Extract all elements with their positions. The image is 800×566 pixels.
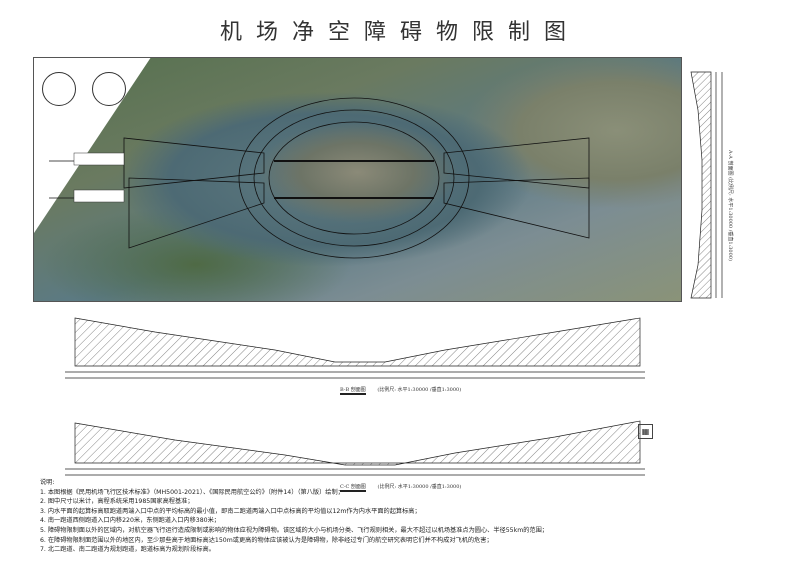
note-item: 3. 内水平面的起算标高取跑道两端入口中点的平均标高的最小值，即南二跑道两端入口… <box>40 507 421 515</box>
approach-surface-west-north <box>123 137 265 189</box>
notes-heading: 说明: <box>40 479 55 486</box>
note-item: 6. 在障碍物限制面范围以外的地区内，至少那些高于地面标高达150m或更高的物体… <box>40 536 493 544</box>
section-bb-title: B-B 剖面图 <box>340 387 366 395</box>
section-bb-scale: (比例尺: 水平1:30000 /垂直1:3000) <box>377 387 462 393</box>
section-cc-title: C-C 剖面图 <box>340 484 366 492</box>
conical-surface-outer <box>238 97 470 259</box>
approach-surface-west-south <box>128 177 265 249</box>
notes: 说明: 1. 本图根据《民用机场飞行区技术标准》（MH5001-2021）、《国… <box>40 478 548 555</box>
section-aa-scale: (比例尺: 水平1:30000 /垂直1:3000) <box>727 177 733 261</box>
surfaces-overlay <box>49 97 590 259</box>
conical-surface-mid <box>253 109 455 247</box>
note-item: 1. 本图根据《民用机场飞行区技术标准》（MH5001-2021）、《国际民用航… <box>40 488 344 496</box>
obstacle-limitation-map <box>33 57 682 302</box>
note-item: 5. 障碍物限制面以外的区域内，对航空器飞行运行造成限制或影响的物体应视为障碍物… <box>40 526 548 534</box>
section-aa-title: A-A 剖面图 <box>727 150 733 176</box>
section-cc <box>55 415 655 481</box>
compass-rose-icon <box>42 72 76 106</box>
satellite-image <box>34 58 681 301</box>
inner-horizontal-surface <box>268 121 440 235</box>
note-item: 4. 南一跑道西侧跑道入口内移220米，东侧跑道入口内移380米； <box>40 517 220 525</box>
section-aa: A-A 剖面图 (比例尺: 水平1:30000 /垂直1:3000) <box>686 70 766 300</box>
qr-code-icon: ▦ <box>638 424 653 439</box>
section-bb <box>55 310 655 386</box>
page-title: 机场净空障碍物限制图 <box>219 20 580 45</box>
section-cc-scale: (比例尺: 水平1:30000 /垂直1:3000) <box>377 484 462 490</box>
note-item: 7. 北二跑道、南二跑道为规划跑道，跑道标高为规划阶段标高。 <box>40 546 215 554</box>
wind-rose-icon <box>92 72 126 106</box>
note-item: 2. 图中尺寸以米计，高程系统采用1985国家高程基准； <box>40 498 194 506</box>
